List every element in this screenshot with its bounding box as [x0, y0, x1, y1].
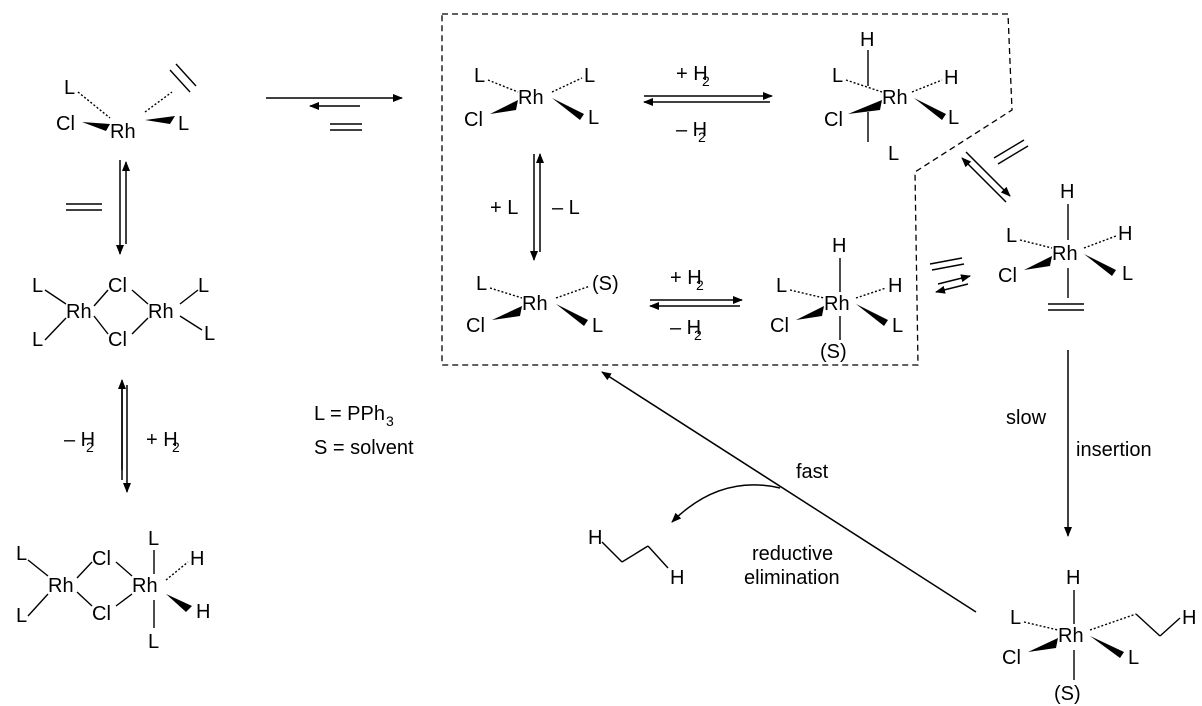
- svg-text:Rh: Rh: [66, 301, 92, 323]
- svg-text:L: L: [1122, 263, 1133, 285]
- svg-text:(S): (S): [1054, 683, 1081, 705]
- svg-text:Rh: Rh: [1052, 243, 1078, 265]
- svg-text:L: L: [776, 275, 787, 297]
- svg-text:reductive: reductive: [752, 543, 833, 565]
- svg-text:Cl: Cl: [464, 109, 483, 131]
- svg-text:L: L: [1006, 225, 1017, 247]
- svg-text:– L: – L: [552, 197, 580, 219]
- complex-alkyl-hydride: H Rh L H Cl L (S): [1002, 567, 1196, 705]
- svg-text:Cl: Cl: [466, 315, 485, 337]
- complex-dimer-dihydride: L L Rh Cl Cl Rh L L H H: [16, 528, 210, 653]
- svg-text:L: L: [198, 275, 209, 297]
- svg-text:(S): (S): [592, 273, 619, 295]
- svg-text:L: L: [832, 65, 843, 87]
- svg-text:– H: – H: [676, 119, 707, 141]
- complex-dimer: L L Rh Cl Cl Rh L L: [32, 275, 215, 351]
- complex-rhcll2-solvent: Rh L (S) Cl L: [466, 273, 619, 337]
- svg-text:L: L: [32, 275, 43, 297]
- svg-text:L: L: [474, 65, 485, 87]
- atom-rh: Rh: [110, 121, 136, 143]
- svg-text:L: L: [888, 143, 899, 165]
- svg-text:Cl: Cl: [92, 603, 111, 625]
- svg-text:(S): (S): [820, 341, 847, 363]
- svg-text:insertion: insertion: [1076, 439, 1152, 461]
- svg-text:L: L: [16, 605, 27, 627]
- svg-text:Rh: Rh: [148, 301, 174, 323]
- atom-l: L: [178, 113, 189, 135]
- svg-text:H: H: [670, 567, 684, 589]
- svg-text:L: L: [32, 329, 43, 351]
- svg-text:Cl: Cl: [770, 315, 789, 337]
- svg-text:Rh: Rh: [1058, 625, 1084, 647]
- complex-dihydride-solvent: H Rh L H Cl L (S): [770, 235, 903, 363]
- svg-text:Cl: Cl: [824, 109, 843, 131]
- svg-text:L: L: [892, 315, 903, 337]
- svg-text:3: 3: [386, 413, 394, 429]
- svg-text:L: L: [476, 273, 487, 295]
- svg-text:slow: slow: [1006, 407, 1047, 429]
- svg-text:elimination: elimination: [744, 567, 840, 589]
- svg-text:– H: – H: [670, 317, 701, 339]
- legend-s: S = solvent: [314, 437, 414, 459]
- svg-text:Rh: Rh: [518, 87, 544, 109]
- svg-text:L: L: [148, 631, 159, 653]
- svg-text:2: 2: [172, 439, 180, 455]
- legend-l: L = PPh: [314, 403, 385, 425]
- svg-text:Cl: Cl: [1002, 647, 1021, 669]
- svg-text:L: L: [1128, 647, 1139, 669]
- svg-text:2: 2: [696, 277, 704, 293]
- svg-text:L: L: [948, 107, 959, 129]
- complex-dihydride-l3: H Rh L H Cl L L: [824, 29, 959, 165]
- svg-text:H: H: [588, 527, 602, 549]
- svg-text:Rh: Rh: [48, 575, 74, 597]
- svg-text:H: H: [1118, 223, 1132, 245]
- svg-text:H: H: [860, 29, 874, 51]
- svg-text:Rh: Rh: [824, 293, 850, 315]
- svg-text:L: L: [16, 543, 27, 565]
- complex-rh-ethylene: Rh L Cl L: [56, 63, 197, 143]
- svg-text:L: L: [584, 65, 595, 87]
- svg-text:+ H: + H: [670, 267, 702, 289]
- svg-text:Cl: Cl: [108, 275, 127, 297]
- ethane-product: H H: [588, 527, 684, 589]
- svg-text:fast: fast: [796, 461, 829, 483]
- svg-text:+ H: + H: [676, 63, 708, 85]
- svg-text:+ L: + L: [490, 197, 518, 219]
- svg-text:Rh: Rh: [522, 293, 548, 315]
- svg-text:L: L: [592, 315, 603, 337]
- svg-text:H: H: [832, 235, 846, 257]
- atom-cl: Cl: [56, 113, 75, 135]
- dashed-box: [441, 13, 1013, 366]
- svg-text:Cl: Cl: [92, 548, 111, 570]
- svg-text:H: H: [1066, 567, 1080, 589]
- svg-text:H: H: [190, 548, 204, 570]
- svg-text:+ H: + H: [146, 429, 178, 451]
- svg-text:L: L: [148, 528, 159, 550]
- svg-text:L: L: [204, 323, 215, 345]
- svg-text:Rh: Rh: [882, 87, 908, 109]
- svg-text:– H: – H: [64, 429, 95, 451]
- svg-text:2: 2: [86, 439, 94, 455]
- svg-text:H: H: [888, 275, 902, 297]
- svg-text:2: 2: [702, 73, 710, 89]
- svg-text:Cl: Cl: [108, 329, 127, 351]
- atom-l: L: [64, 77, 75, 99]
- svg-text:Rh: Rh: [132, 575, 158, 597]
- svg-text:H: H: [196, 601, 210, 623]
- svg-text:H: H: [944, 67, 958, 89]
- svg-text:H: H: [1182, 607, 1196, 629]
- svg-text:2: 2: [698, 129, 706, 145]
- svg-text:H: H: [1060, 181, 1074, 203]
- complex-alkene-dihydride: H Rh L H Cl L: [998, 181, 1133, 311]
- svg-text:L: L: [588, 107, 599, 129]
- complex-rhcll3: Rh L L Cl L: [464, 65, 599, 131]
- svg-text:Cl: Cl: [998, 265, 1017, 287]
- svg-text:2: 2: [694, 327, 702, 343]
- svg-text:L: L: [1010, 607, 1021, 629]
